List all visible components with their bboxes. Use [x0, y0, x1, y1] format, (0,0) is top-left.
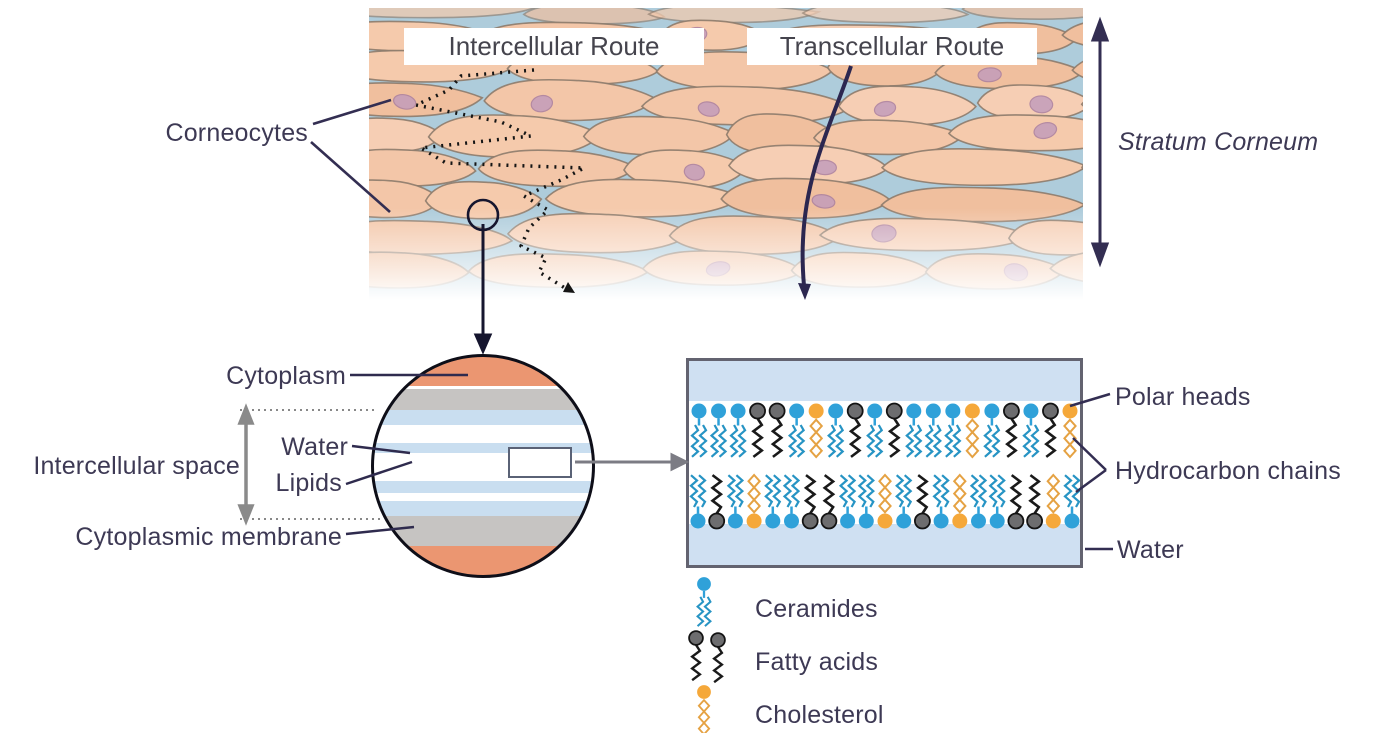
lipid-fatty-acid — [749, 402, 766, 458]
stratum-corneum-extent-arrow — [1090, 16, 1110, 268]
legend-label-ceramides: Ceramides — [755, 595, 878, 623]
lipid-cholesterol — [697, 685, 711, 733]
corneocyte-cell — [947, 114, 1083, 152]
transcellular-route-text: Transcellular Route — [779, 31, 1005, 61]
lipid-ceramide — [689, 474, 707, 529]
lipid-cholesterol — [1045, 473, 1061, 529]
lipid-fatty-acid — [768, 402, 786, 458]
lipid-fatty-acid — [708, 474, 726, 530]
water-circle-label: Water — [281, 433, 348, 461]
lipid-fatty-acid — [801, 474, 819, 530]
water-box-label: Water — [1117, 536, 1184, 564]
tissue-bottom-fade — [369, 208, 1083, 300]
corneocyte-cell — [961, 8, 1083, 20]
lipid-ceramide — [857, 474, 875, 529]
transcellular-route-arrowhead — [798, 283, 811, 300]
lipid-bilayer-drawing — [689, 401, 1081, 530]
lipid-ceramide — [895, 474, 913, 529]
cytoplasm-label: Cytoplasm — [226, 362, 346, 390]
lipid-fatty-acid — [1007, 474, 1025, 530]
legend-label-fatty-acids: Fatty acids — [755, 648, 879, 676]
intercellular-space-bounds — [240, 409, 380, 520]
lipid-ceramide — [969, 474, 988, 529]
polar-heads-label: Polar heads — [1115, 383, 1251, 411]
intercellular-space-label: Intercellular space — [33, 452, 240, 480]
lipid-ceramide — [838, 474, 857, 529]
lipids-label: Lipids — [275, 469, 342, 497]
lipid-fatty-acid — [1026, 474, 1044, 530]
corneocytes-label: Corneocytes — [165, 119, 308, 147]
lipid-fatty-acid — [885, 402, 903, 458]
lipid-ceramide — [690, 403, 708, 458]
lipid-fatty-acid — [1003, 402, 1020, 458]
corneocyte-cell — [1071, 60, 1083, 79]
lipid-ceramide — [696, 577, 712, 627]
lipid-ceramide — [988, 474, 1006, 529]
intercellular-space-arrow — [237, 403, 255, 526]
lamellae-zoom-rectangle — [508, 447, 572, 478]
corneocyte-cell — [880, 147, 1083, 187]
intercellular-route-label: Intercellular Route — [404, 28, 704, 65]
fatty-acids-icon — [688, 630, 726, 684]
corneocyte-cell — [369, 8, 536, 19]
corneocyte-cell — [1081, 164, 1083, 171]
lipid-ceramide — [787, 403, 806, 458]
transcellular-route-path — [800, 65, 853, 287]
ceramides-icon — [696, 577, 712, 627]
lipid-ceramide — [782, 474, 801, 529]
lipid-fatty-acid — [846, 402, 864, 458]
stratum-corneum-label: Stratum Corneum — [1118, 128, 1319, 156]
transcellular-route-label: Transcellular Route — [747, 28, 1037, 65]
lipid-fatty-acid — [820, 474, 838, 530]
corneocyte-cell — [1061, 22, 1083, 46]
lipid-ceramide — [729, 403, 747, 458]
lipid-cholesterol — [877, 473, 893, 529]
lipid-cholesterol — [952, 473, 968, 529]
cholesterol-icon — [697, 685, 711, 733]
cytoplasmic-membrane-label: Cytoplasmic membrane — [75, 523, 342, 551]
lipid-ceramide — [983, 403, 1001, 458]
lipid-bilayer-box — [686, 358, 1083, 568]
lipid-ceramide — [726, 474, 745, 529]
lipid-fatty-acid — [1042, 402, 1059, 458]
corneocyte-cell — [640, 85, 852, 126]
lipid-ceramide — [764, 474, 782, 529]
corneocyte-cell — [837, 85, 977, 126]
corneocyte-cell — [801, 8, 970, 24]
corneocyte-cell — [1080, 101, 1083, 107]
lipid-cholesterol — [808, 403, 824, 459]
intercellular-route-text: Intercellular Route — [448, 31, 660, 61]
lipid-ceramide — [924, 403, 942, 458]
hydrocarbon-chains-label: Hydrocarbon chains — [1115, 457, 1341, 485]
legend-label-cholesterol: Cholesterol — [755, 701, 884, 729]
corneocyte-cell — [522, 8, 666, 25]
lipid-fatty-acid — [710, 632, 726, 684]
lipid-ceramide — [905, 403, 923, 458]
lipid-ceramide — [866, 403, 884, 458]
lipid-ceramide — [827, 403, 845, 458]
lipid-fatty-acid — [688, 630, 704, 682]
lipid-fatty-acid — [913, 474, 931, 530]
lipid-ceramide — [932, 474, 950, 529]
lipid-ceramide — [1022, 403, 1040, 458]
intercellular-route-arrowhead — [563, 282, 575, 293]
lipid-cholesterol — [964, 403, 980, 459]
corneocyte-cell — [369, 82, 484, 118]
lipid-ceramide — [709, 403, 728, 458]
lipid-cholesterol — [1062, 403, 1078, 459]
lipid-cholesterol — [746, 473, 762, 529]
lipid-ceramide — [944, 403, 962, 458]
